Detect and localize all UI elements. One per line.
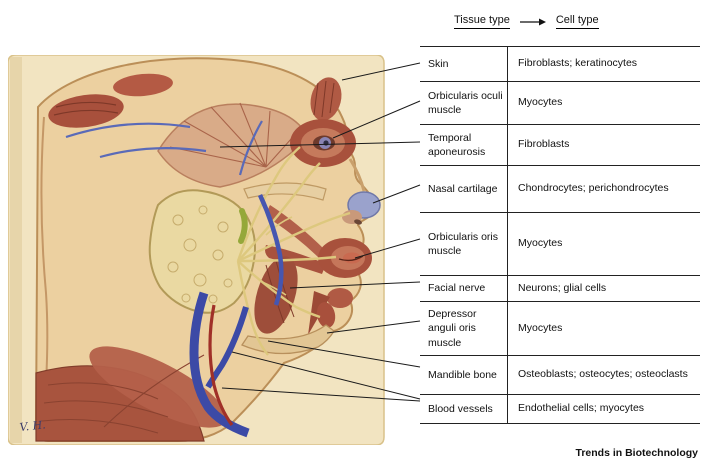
table-row: Nasal cartilage Chondrocytes; perichondr…	[420, 166, 700, 213]
blood-vessels	[189, 194, 284, 438]
tissue-cell: Facial nerve	[420, 276, 508, 301]
parotid-gland	[148, 189, 256, 314]
tissue-cell: Mandible bone	[420, 356, 508, 394]
table-header: Tissue type Cell type	[420, 14, 703, 29]
tissue-cell: Orbicularis oris muscle	[420, 213, 508, 275]
tissue-type-header: Tissue type	[454, 14, 510, 29]
facial-nerve-branches	[236, 146, 351, 356]
tissue-cell: Depressor anguli oris muscle	[420, 302, 508, 355]
parotid-duct	[238, 208, 248, 244]
tissue-cell: Blood vessels	[420, 395, 508, 423]
arrow-right-icon	[519, 18, 546, 25]
cell-type-cell: Fibroblasts	[518, 138, 570, 151]
table-row: Mandible bone Osteoblasts; osteocytes; o…	[420, 356, 700, 395]
table-row: Blood vessels Endothelial cells; myocyte…	[420, 395, 700, 424]
cell-type-cell: Myocytes	[518, 96, 563, 109]
neck-muscles	[35, 346, 227, 442]
journal-name: Trends in Biotechnology	[575, 447, 698, 459]
table-row: Orbicularis oris muscle Myocytes	[420, 213, 700, 276]
cell-type-cell: Chondrocytes; perichondrocytes	[518, 182, 669, 195]
table-row: Temporal aponeurosis Fibroblasts	[420, 125, 700, 166]
tissue-cell: Nasal cartilage	[420, 166, 508, 212]
tissue-cell: Orbicularis oculi muscle	[420, 82, 508, 124]
cell-type-cell: Fibroblasts; keratinocytes	[518, 57, 638, 70]
table-row: Orbicularis oculi muscle Myocytes	[420, 82, 700, 125]
tissue-cell: Skin	[420, 47, 508, 81]
tissue-cell-table: Skin Fibroblasts; keratinocytes Orbicula…	[420, 46, 700, 424]
cell-type-cell: Neurons; glial cells	[518, 281, 607, 294]
table-row: Depressor anguli oris muscle Myocytes	[420, 302, 700, 356]
cell-type-header: Cell type	[555, 14, 599, 29]
table-row: Facial nerve Neurons; glial cells	[420, 276, 700, 302]
anatomy-illustration-wrap: V. H.	[7, 54, 396, 446]
cell-type-cell: Myocytes	[518, 321, 563, 334]
cell-type-cell: Myocytes	[518, 237, 563, 250]
gland-texture	[167, 205, 233, 304]
tissue-cell: Temporal aponeurosis	[420, 125, 508, 165]
table-row: Skin Fibroblasts; keratinocytes	[420, 47, 700, 82]
anatomy-illustration: V. H.	[7, 54, 385, 446]
artist-signature: V. H.	[19, 418, 46, 434]
eye-orbicularis-oculi	[290, 119, 356, 167]
cell-type-cell: Endothelial cells; myocytes	[518, 402, 645, 415]
cell-type-cell: Osteoblasts; osteocytes; osteoclasts	[518, 368, 688, 381]
